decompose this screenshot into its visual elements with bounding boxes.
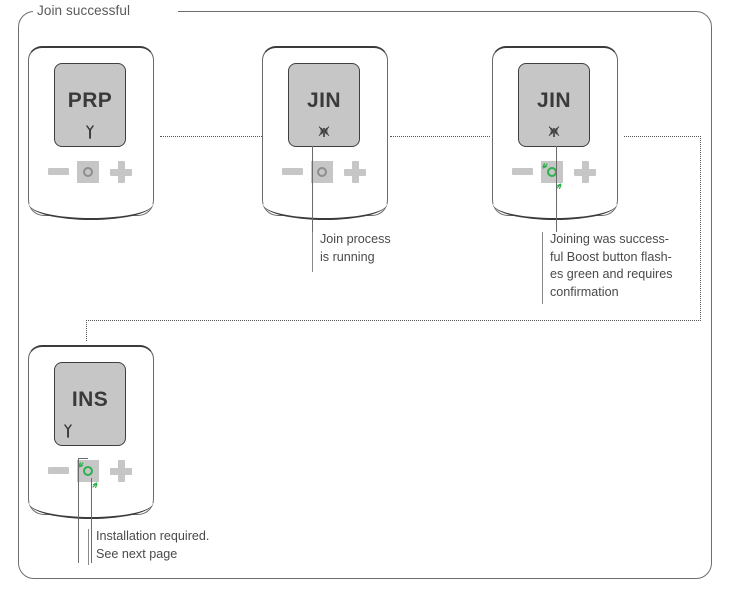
minus-key[interactable] bbox=[512, 168, 533, 175]
plus-key[interactable] bbox=[344, 161, 366, 183]
callout-rule bbox=[88, 529, 89, 565]
device-display: JIN bbox=[288, 63, 360, 147]
device-display: JIN bbox=[518, 63, 590, 147]
plus-key[interactable] bbox=[574, 161, 596, 183]
leader-line-display bbox=[78, 458, 79, 563]
boost-ring-icon bbox=[83, 167, 93, 177]
frame-caption: Join successful bbox=[37, 3, 131, 18]
display-text: INS bbox=[71, 388, 109, 411]
plus-key[interactable] bbox=[110, 161, 132, 183]
key-row bbox=[282, 159, 368, 185]
leader-line-boost bbox=[91, 478, 92, 563]
boost-key[interactable] bbox=[311, 161, 333, 183]
wrench-icon bbox=[55, 125, 125, 141]
callout-installation: Installation required. See next page bbox=[96, 529, 210, 561]
connector-wrap-top bbox=[624, 136, 701, 137]
device-bottom-lip bbox=[263, 204, 387, 220]
connector-wrap-bottom bbox=[86, 320, 701, 321]
minus-key[interactable] bbox=[48, 168, 69, 175]
thermostat-ins[interactable]: INS bbox=[28, 345, 154, 519]
boost-ring-icon bbox=[317, 167, 327, 177]
antenna-icon bbox=[289, 125, 359, 141]
leader-line-join-success bbox=[556, 146, 557, 232]
key-row bbox=[48, 458, 134, 488]
display-text: JIN bbox=[537, 89, 571, 112]
antenna-icon bbox=[519, 125, 589, 141]
flash-spark-icon bbox=[92, 475, 101, 488]
callout-rule bbox=[312, 232, 313, 272]
frame-caption-gap bbox=[33, 4, 178, 20]
boost-key[interactable] bbox=[77, 161, 99, 183]
boost-key[interactable] bbox=[75, 458, 101, 488]
device-bottom-lip bbox=[493, 204, 617, 220]
wrench-icon bbox=[55, 424, 125, 440]
outer-frame bbox=[18, 11, 712, 579]
device-bottom-lip bbox=[29, 204, 153, 220]
display-text: JIN bbox=[307, 89, 341, 112]
leader-line-join-running bbox=[312, 146, 313, 232]
device-display: INS bbox=[54, 362, 126, 446]
connector-prp-to-jin bbox=[160, 136, 262, 137]
flash-spark-icon bbox=[556, 176, 565, 189]
thermostat-jin-success[interactable]: JIN bbox=[492, 46, 618, 220]
flash-spark-icon bbox=[75, 458, 84, 468]
boost-ring-icon bbox=[83, 466, 93, 476]
connector-wrap-right bbox=[700, 136, 701, 321]
key-row bbox=[48, 159, 134, 185]
boost-key[interactable] bbox=[539, 159, 565, 189]
plus-key[interactable] bbox=[110, 460, 132, 482]
callout-rule bbox=[542, 232, 543, 304]
thermostat-jin-running[interactable]: JIN bbox=[262, 46, 388, 220]
device-display: PRP bbox=[54, 63, 126, 147]
minus-key[interactable] bbox=[282, 168, 303, 175]
minus-key[interactable] bbox=[48, 467, 69, 474]
callout-join-success: Joining was success- ful Boost button fl… bbox=[550, 232, 673, 299]
key-row bbox=[512, 159, 598, 189]
leader-tick-display bbox=[78, 458, 88, 459]
callout-join-running: Join process is running bbox=[320, 232, 391, 264]
display-text: PRP bbox=[67, 89, 113, 112]
connector-wrap-into-ins bbox=[86, 320, 87, 341]
thermostat-prp[interactable]: PRP bbox=[28, 46, 154, 220]
connector-jin-to-jin-success bbox=[390, 136, 490, 137]
flash-spark-icon bbox=[539, 159, 548, 169]
